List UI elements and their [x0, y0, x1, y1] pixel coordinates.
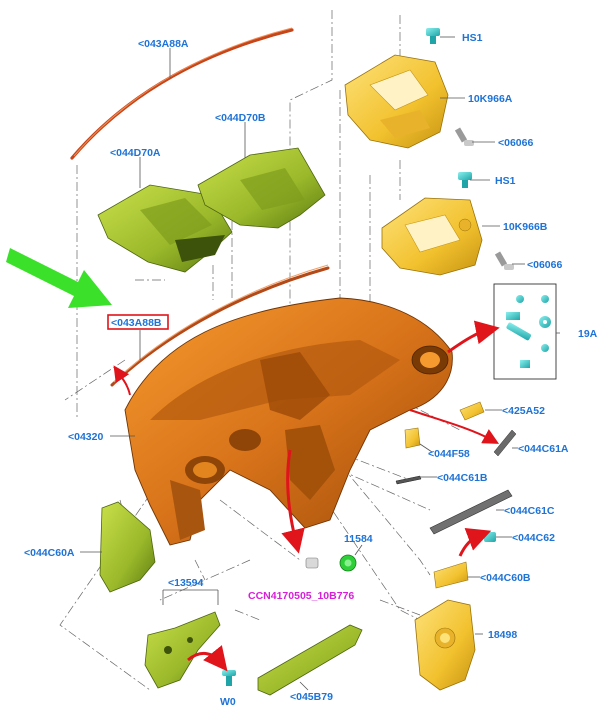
label-043a88a: <043A88A [138, 38, 189, 50]
label-045b79: <045B79 [290, 691, 333, 703]
part-labels: <043A88A <044D70B <044D70A <043A88B <043… [24, 32, 598, 706]
fastener-w [222, 670, 236, 686]
highlight-box-043a88b [107, 314, 169, 330]
leader-lines [80, 36, 560, 691]
connector-ccn [305, 557, 319, 569]
center-bezel-upper [344, 54, 449, 149]
label-044d70a: <044D70A [110, 147, 161, 159]
label-06066-upper: <06066 [498, 137, 533, 149]
hardware-kit-19a [493, 283, 557, 380]
side-vent-panel-right [197, 147, 326, 229]
center-bezel-bottom [414, 599, 476, 691]
label-ccn: CCN4170505_10B776 [248, 590, 354, 602]
strip-044c61c [429, 489, 513, 535]
grommet-11584 [339, 554, 357, 572]
label-044c62: <044C62 [512, 532, 555, 544]
label-043a88b: <043A88B [111, 317, 162, 329]
clip-425a52 [459, 401, 485, 421]
label-044c61a: <044C61A [518, 443, 569, 455]
bracket-assembly [144, 611, 221, 689]
screw-06066-lower [494, 251, 514, 270]
label-044f58: <044F58 [428, 448, 470, 460]
label-044c60a: <044C60A [24, 547, 75, 559]
label-w-partial: W0 [220, 696, 236, 706]
defroster-strip-lower [110, 266, 330, 387]
green-pointer-arrow [6, 248, 112, 308]
pad-044c60b [433, 561, 469, 589]
screw-hs1-lower [458, 172, 472, 188]
label-hs1-lower: HS1 [495, 175, 516, 187]
label-04320: <04320 [68, 431, 103, 443]
screw-hs1-upper [426, 28, 440, 44]
insert-044f58 [404, 427, 421, 449]
label-044c61c: <044C61C [504, 505, 555, 517]
strip-044c61b [395, 475, 422, 485]
label-11584: 11584 [344, 533, 373, 545]
label-044c60b: <044C60B [480, 572, 531, 584]
label-044c61b: <044C61B [437, 472, 488, 484]
strip-044c61a [493, 429, 517, 457]
instrument-panel-main [124, 297, 453, 546]
label-06066-lower: <06066 [527, 259, 562, 271]
label-19a: 19A [578, 328, 598, 340]
center-bezel-lower [381, 197, 483, 276]
label-13594: <13594 [168, 577, 203, 589]
lower-trim-strip [257, 624, 363, 696]
trim-panel-left [99, 501, 156, 593]
red-arrows [113, 320, 500, 672]
clip-044c62 [484, 532, 496, 542]
label-425a52: <425A52 [502, 405, 545, 417]
screw-06066-upper [454, 127, 474, 146]
label-10k966a: 10K966A [468, 93, 513, 105]
label-10k966b: 10K966B [503, 221, 548, 233]
label-044d70b: <044D70B [215, 112, 266, 124]
label-18498: 18498 [488, 629, 517, 641]
label-hs1-upper: HS1 [462, 32, 483, 44]
side-vent-panel-left [97, 184, 233, 273]
